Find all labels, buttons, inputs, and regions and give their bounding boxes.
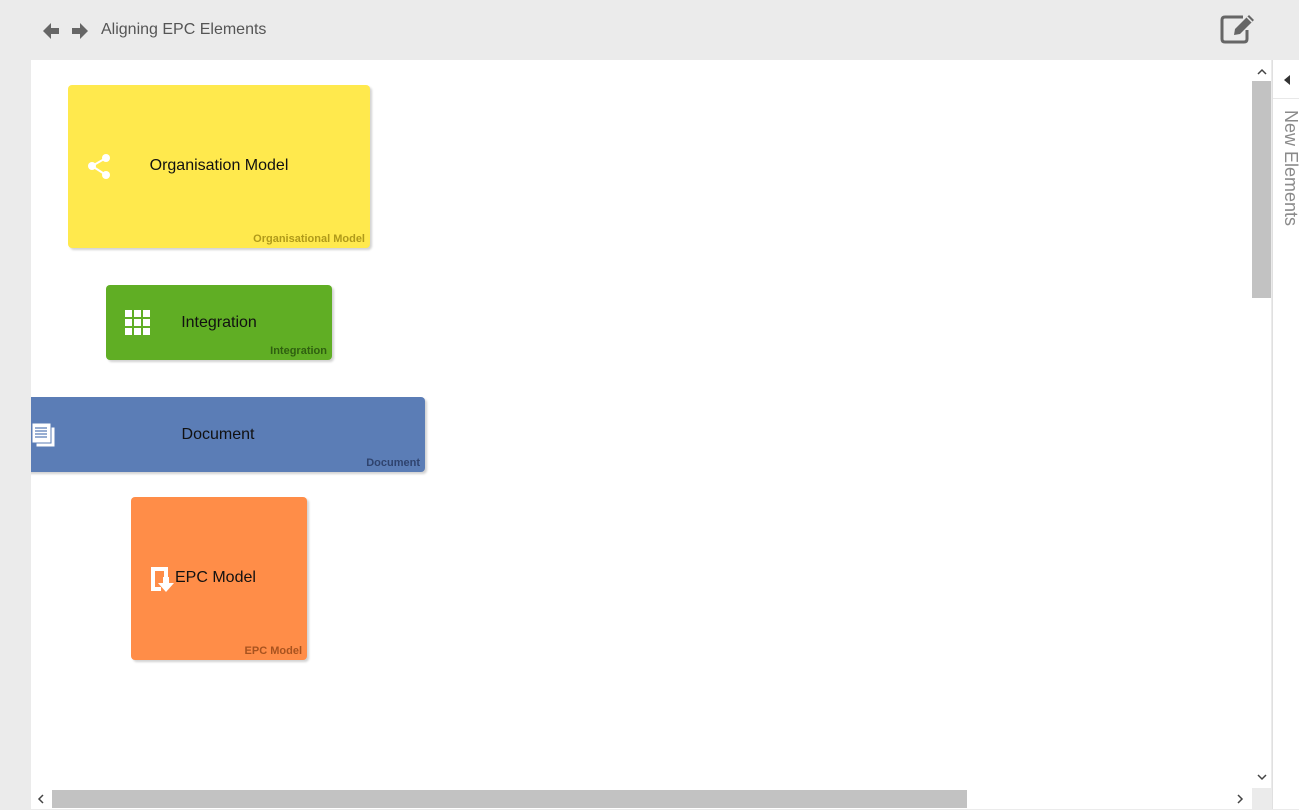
chevron-up-icon[interactable] bbox=[1256, 65, 1268, 77]
node-integration[interactable]: Integration Integration bbox=[106, 285, 332, 360]
node-type: EPC Model bbox=[244, 645, 302, 657]
node-label: EPC Model bbox=[175, 569, 256, 586]
node-label: Document bbox=[181, 426, 255, 443]
node-label: Organisation Model bbox=[149, 157, 289, 174]
node-type: Document bbox=[366, 457, 420, 469]
page-title: Aligning EPC Elements bbox=[101, 21, 267, 38]
chevron-right-icon[interactable] bbox=[1234, 792, 1246, 804]
node-type: Integration bbox=[270, 345, 327, 357]
arrow-right-icon[interactable] bbox=[69, 20, 91, 42]
model-canvas[interactable]: Organisation Model Organisational Model … bbox=[31, 60, 1252, 788]
horizontal-scroll-thumb[interactable] bbox=[52, 790, 967, 808]
top-bar: Aligning EPC Elements bbox=[0, 0, 1299, 60]
epc-model-icon bbox=[149, 565, 177, 598]
share-icon bbox=[86, 153, 114, 186]
node-organisation-model[interactable]: Organisation Model Organisational Model bbox=[68, 85, 370, 248]
node-document[interactable]: Document Document bbox=[31, 397, 425, 472]
vertical-scroll-thumb[interactable] bbox=[1252, 81, 1271, 298]
node-epc-model[interactable]: EPC Model EPC Model bbox=[131, 497, 307, 660]
vertical-scrollbar[interactable] bbox=[1252, 60, 1271, 788]
arrow-left-icon[interactable] bbox=[40, 20, 62, 42]
chevron-left-icon[interactable] bbox=[35, 792, 47, 804]
node-type: Organisational Model bbox=[253, 233, 365, 245]
caret-left-icon[interactable] bbox=[1273, 60, 1299, 99]
chevron-down-icon[interactable] bbox=[1256, 770, 1268, 782]
node-label: Integration bbox=[181, 314, 257, 331]
new-elements-label[interactable]: New Elements bbox=[1281, 110, 1299, 227]
new-elements-panel: New Elements bbox=[1272, 60, 1299, 809]
document-icon bbox=[31, 422, 58, 453]
grid-icon bbox=[124, 309, 152, 342]
edit-icon[interactable] bbox=[1219, 13, 1259, 45]
horizontal-scrollbar[interactable] bbox=[31, 788, 1252, 809]
